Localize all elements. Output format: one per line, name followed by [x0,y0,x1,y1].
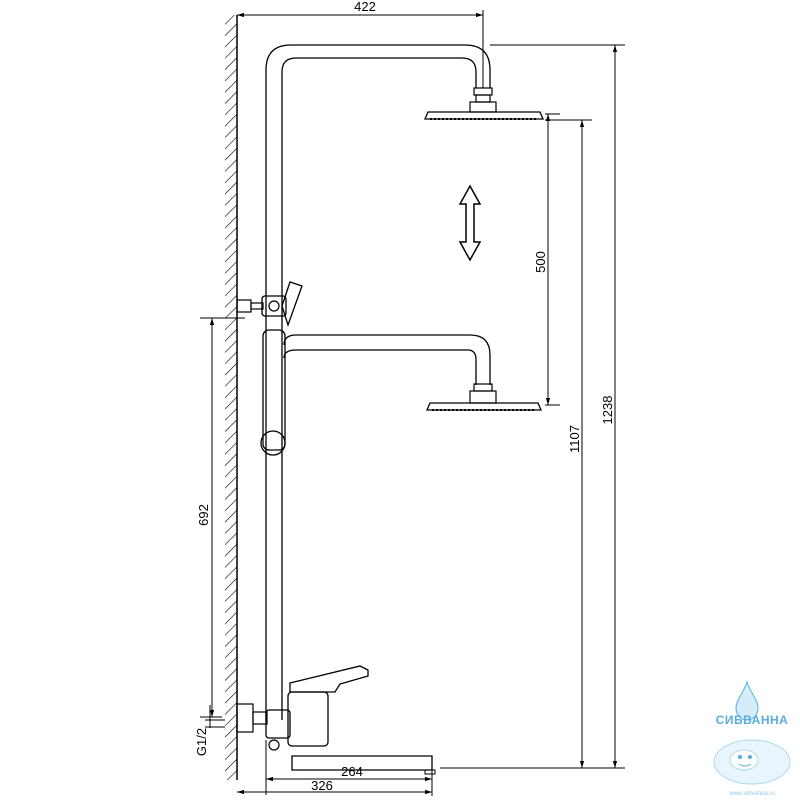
upper-shower-head [424,87,544,120]
hand-shower-holder [236,281,303,456]
dim-head-height: 1107 [567,425,582,453]
dimension-lines [200,10,625,796]
adjustment-arrow-icon [458,184,482,262]
watermark-logo: СИБВАННА www.sibvanna.ru [713,680,791,797]
dim-thread: G1/2 [194,728,209,756]
dim-top-width: 422 [354,0,376,14]
watermark-brand: СИБВАННА [716,713,789,727]
dim-spout-length: 264 [341,764,363,779]
dim-slide-travel: 500 [533,251,548,273]
watermark-url: www.sibvanna.ru [728,791,774,797]
wall [225,15,238,780]
lower-shower-head [283,334,542,411]
dim-inlet-height: 692 [196,504,211,526]
dim-mixer-projection: 326 [311,778,333,793]
bath-mixer [236,665,436,775]
shower-rail [265,44,491,720]
dim-total-height: 1238 [600,396,615,425]
